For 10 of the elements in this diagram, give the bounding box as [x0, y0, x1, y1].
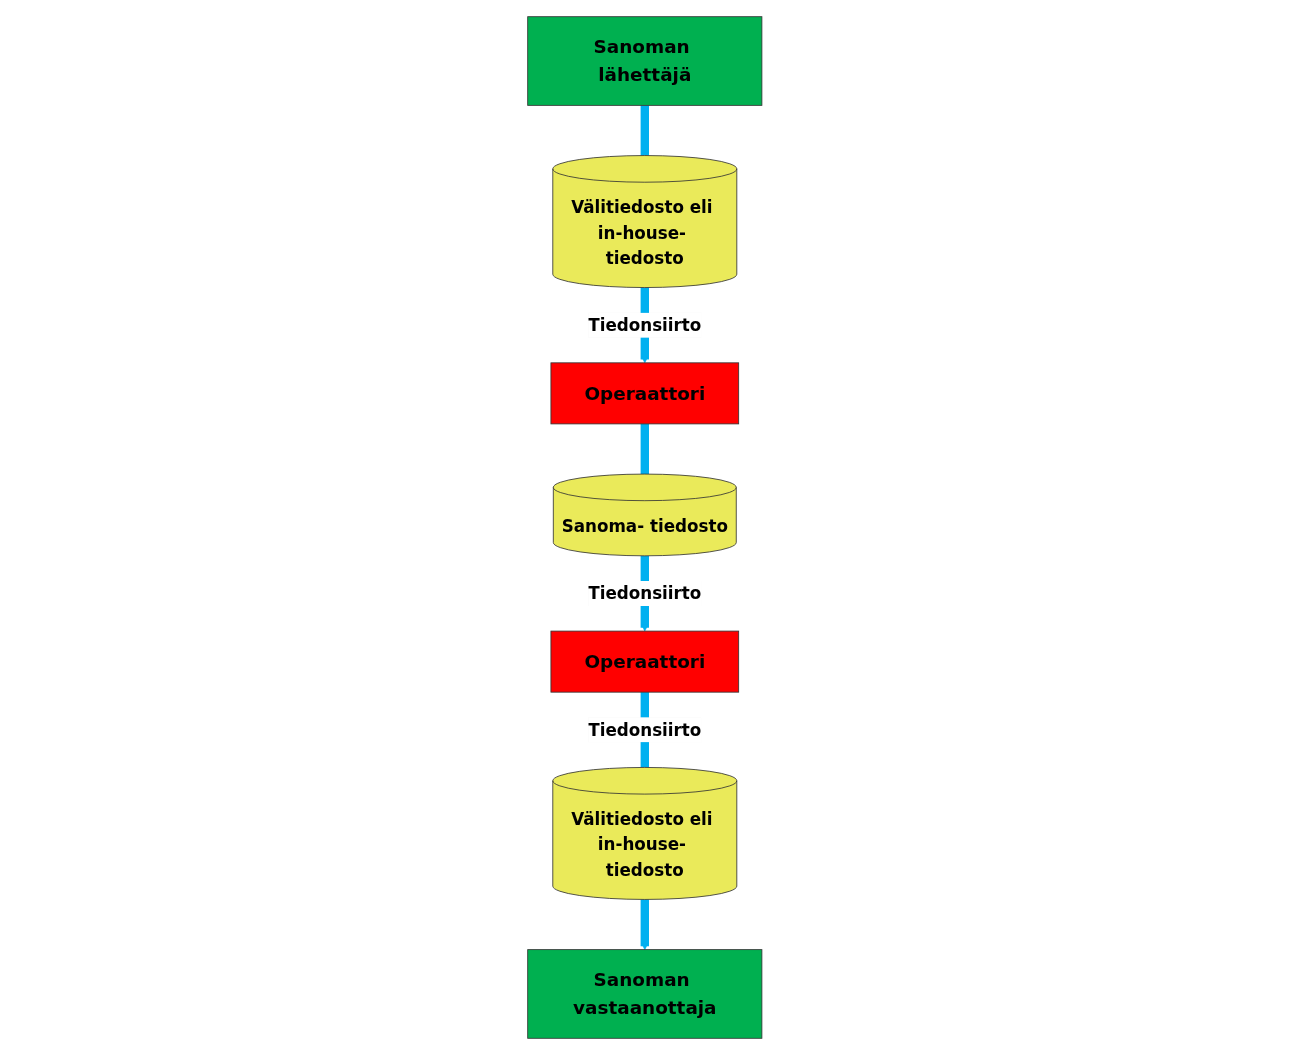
node-box: Operaattori [550, 630, 740, 693]
edge-label: Tiedonsiirto [588, 583, 702, 604]
connector [640, 423, 650, 475]
arrow [640, 899, 650, 950]
node-box: Sanoman lähettäjä [527, 16, 763, 106]
node-box: Operaattori [550, 362, 740, 425]
edge-label: Tiedonsiirto [588, 315, 702, 336]
edge-label: Tiedonsiirto [588, 719, 702, 740]
connector [640, 105, 650, 156]
node-box: Sanoman vastaanottaja [527, 949, 763, 1039]
